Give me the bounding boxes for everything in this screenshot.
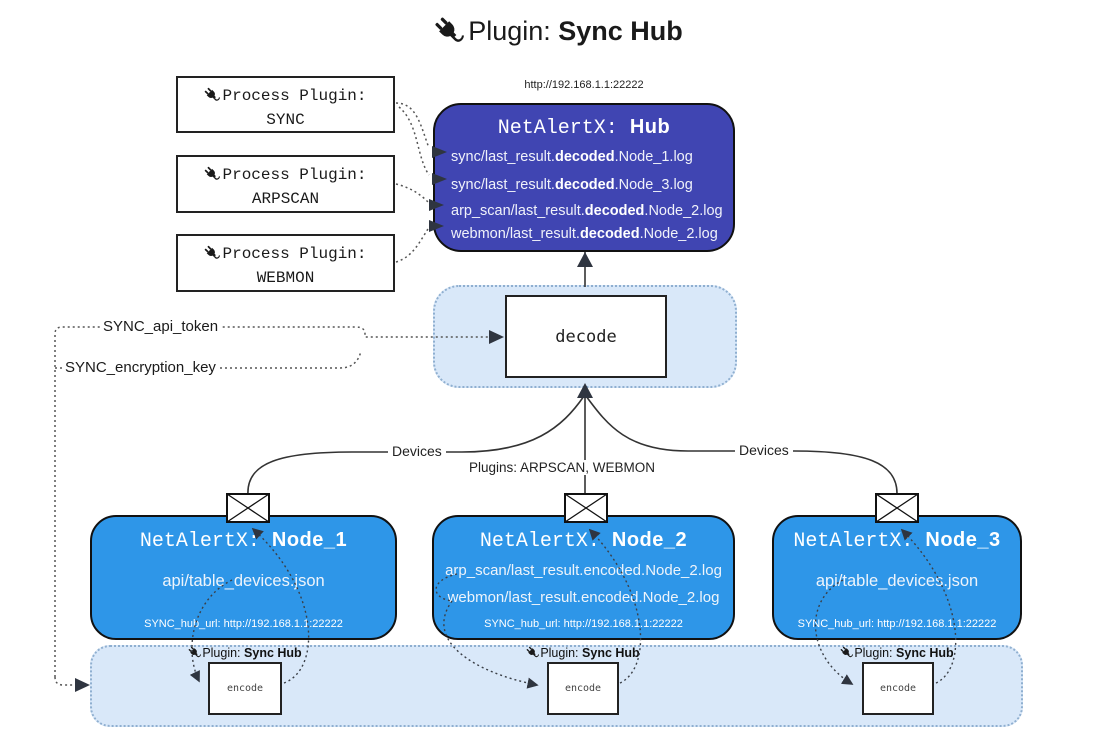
plug-icon: [204, 166, 220, 182]
hub-log-line: webmon/last_result.decoded.Node_2.log: [451, 225, 718, 242]
process-plugin-webmon: Process Plugin: WEBMON: [176, 234, 395, 292]
encode-box: encode: [208, 662, 282, 715]
title-name: Sync Hub: [558, 16, 683, 46]
node-3-box: NetAlertX: Node_3 api/table_devices.json…: [772, 515, 1022, 640]
hub-title: NetAlertX: Hub: [497, 116, 671, 140]
process-plugin-label: Process Plugin:: [178, 242, 393, 266]
envelope-icon: [875, 493, 919, 523]
encode-plugin-label: Plugin: Sync Hub: [807, 646, 987, 660]
node-1-box: NetAlertX: Node_1 api/table_devices.json…: [90, 515, 397, 640]
plug-icon: [204, 245, 220, 261]
envelope-icon: [564, 493, 608, 523]
process-plugin-sync: Process Plugin: SYNC: [176, 76, 395, 133]
edge-label-devices-left: Devices: [388, 443, 446, 459]
encode-plugin-label: Plugin: Sync Hub: [493, 646, 673, 660]
process-plugin-label: Process Plugin:: [178, 163, 393, 187]
node-title: NetAlertX: Node_3: [793, 529, 1001, 553]
hub-url-label: http://192.168.1.1:22222: [524, 79, 644, 91]
plug-icon: [526, 646, 539, 659]
encode-box: encode: [547, 662, 619, 715]
node-title: NetAlertX: Node_2: [479, 529, 688, 553]
hub-box: NetAlertX: Hub sync/last_result.decoded.…: [433, 103, 735, 252]
title-label: Plugin:: [468, 16, 551, 46]
node-hub-url: SYNC_hub_url: http://192.168.1.1:22222: [144, 618, 343, 630]
node-2-box: NetAlertX: Node_2 arp_scan/last_result.e…: [432, 515, 735, 640]
hub-log-line: arp_scan/last_result.decoded.Node_2.log: [451, 203, 723, 219]
page-title: Plugin: Sync Hub: [0, 16, 1117, 47]
process-plugin-name: WEBMON: [256, 269, 315, 287]
encode-box: encode: [862, 662, 934, 715]
sync-encryption-key-label: SYNC_encryption_key: [62, 359, 219, 376]
node-title: NetAlertX: Node_1: [139, 529, 348, 553]
process-plugin-arpscan: Process Plugin: ARPSCAN: [176, 155, 395, 213]
decode-box: decode: [505, 295, 667, 378]
process-plugin-label: Process Plugin:: [178, 84, 393, 108]
process-plugin-name: SYNC: [266, 111, 305, 129]
node-file: api/table_devices.json: [815, 572, 979, 590]
plug-icon: [188, 646, 201, 659]
node-hub-url: SYNC_hub_url: http://192.168.1.1:22222: [797, 618, 997, 630]
envelope-icon: [226, 493, 270, 523]
edge-label-plugins: Plugins: ARPSCAN, WEBMON: [465, 460, 660, 475]
plug-icon: [434, 16, 464, 46]
sync-api-token-label: SYNC_api_token: [100, 318, 222, 335]
hub-log-line: sync/last_result.decoded.Node_3.log: [451, 176, 693, 193]
node-file: arp_scan/last_result.encoded.Node_2.log: [445, 562, 722, 579]
process-plugin-name: ARPSCAN: [251, 190, 320, 208]
plug-icon: [204, 87, 220, 103]
edge-label-devices-right: Devices: [735, 442, 793, 458]
plug-icon: [840, 646, 853, 659]
encode-plugin-label: Plugin: Sync Hub: [155, 646, 335, 660]
node-file: api/table_devices.json: [162, 572, 325, 590]
node-hub-url: SYNC_hub_url: http://192.168.1.1:22222: [484, 618, 683, 630]
node-file: webmon/last_result.encoded.Node_2.log: [447, 589, 720, 606]
hub-log-line: sync/last_result.decoded.Node_1.log: [451, 149, 693, 165]
